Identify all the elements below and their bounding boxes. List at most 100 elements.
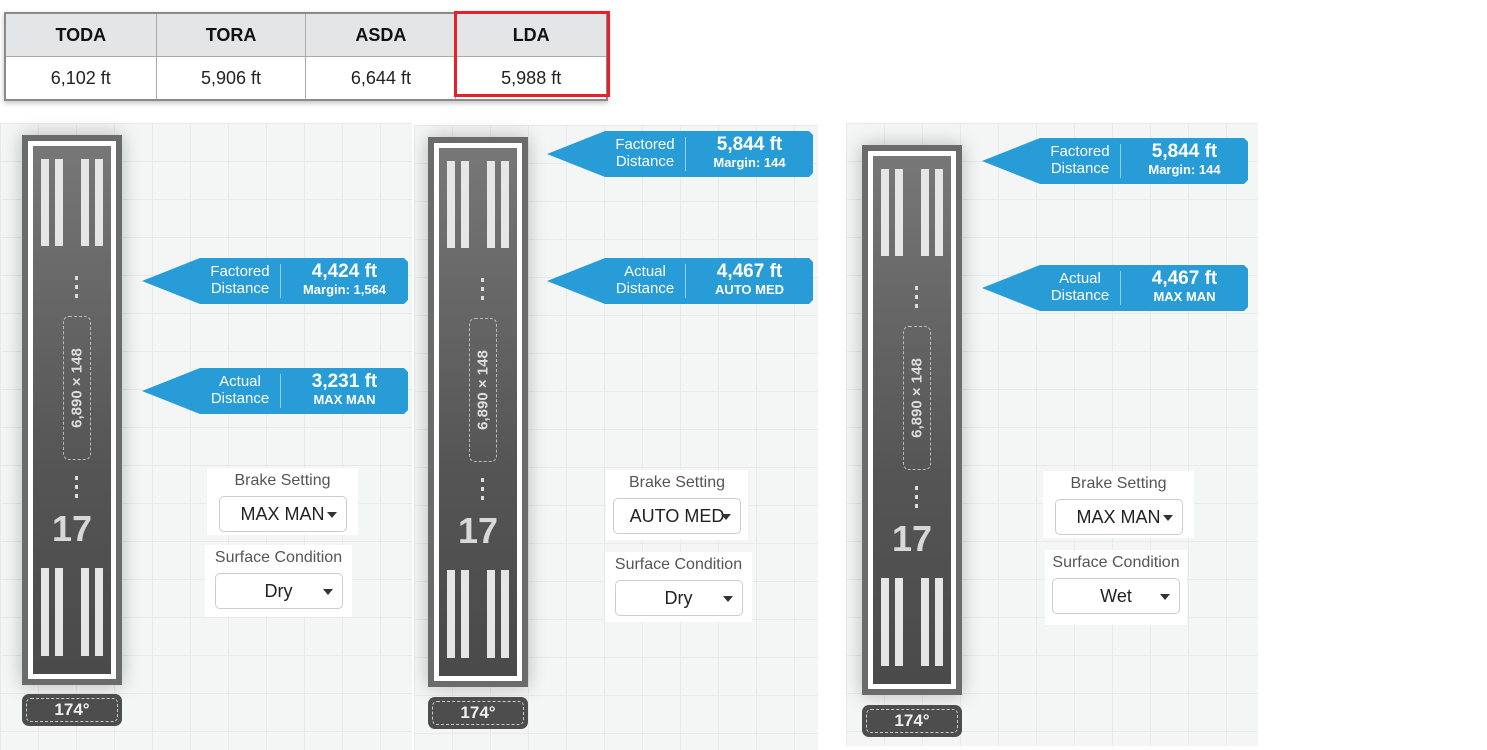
callout-divider — [280, 374, 281, 408]
header-asda: ASDA — [305, 12, 457, 57]
lda-highlight-box — [454, 11, 610, 97]
header-toda: TODA — [4, 12, 157, 57]
surface-condition-group: Surface Condition Dry — [605, 552, 752, 622]
header-tora: TORA — [155, 12, 307, 57]
chevron-down-icon — [721, 514, 731, 520]
value-lda: 5,988 ft — [455, 56, 608, 101]
threshold-stripe — [921, 169, 929, 256]
brake-setting-label: Brake Setting — [1070, 475, 1167, 492]
factored-distance-callout: Factored Distance 5,844 ft Margin: 144 — [547, 131, 813, 177]
callout-subtext: MAX MAN — [1153, 289, 1216, 304]
surface-condition-group: Surface Condition Dry — [205, 545, 352, 617]
threshold-stripe — [41, 159, 49, 246]
surface-condition-label: Surface Condition — [214, 549, 343, 566]
runway-dimensions: 6,890 × 148 — [908, 358, 926, 438]
callout-divider — [280, 264, 281, 298]
threshold-stripe — [487, 570, 495, 658]
value-tora: 5,906 ft — [155, 56, 307, 101]
callout-subtext: Margin: 1,564 — [302, 282, 387, 297]
threshold-stripe — [881, 578, 889, 666]
threshold-stripe — [95, 568, 103, 656]
threshold-stripe — [501, 570, 509, 658]
runway-heading: 174° — [428, 697, 528, 729]
actual-distance-callout: Actual Distance 4,467 ft MAX MAN — [982, 265, 1248, 311]
surface-condition-value: Dry — [264, 581, 293, 601]
runway-number: 17 — [51, 508, 93, 549]
centerline-marks — [481, 278, 484, 302]
threshold-stripe — [501, 161, 509, 248]
surface-condition-label: Surface Condition — [614, 556, 743, 573]
heading-value: 174° — [432, 701, 524, 725]
callout-label: Factored Distance — [1050, 143, 1110, 177]
value-asda: 6,644 ft — [305, 56, 457, 101]
chevron-down-icon — [322, 589, 333, 595]
runway-diagram: 6,890 × 148 17 — [428, 137, 528, 687]
surface-condition-select[interactable]: Wet — [1052, 578, 1180, 614]
brake-setting-select[interactable]: MAX MAN — [218, 496, 347, 532]
brake-setting-value: MAX MAN — [240, 504, 325, 524]
callout-label: Factored Distance — [615, 136, 675, 170]
brake-setting-group: Brake Setting MAX MAN — [1043, 471, 1194, 538]
threshold-stripe — [935, 169, 943, 256]
runway-heading: 174° — [862, 705, 962, 737]
surface-condition-select[interactable]: Dry — [614, 580, 743, 616]
chevron-down-icon — [1162, 515, 1173, 521]
runway-dimensions-box: 6,890 × 148 — [469, 318, 497, 462]
threshold-stripe — [447, 161, 455, 248]
threshold-stripe — [895, 169, 903, 256]
table-row: 6,102 ft 5,906 ft 6,644 ft 5,988 ft — [4, 56, 608, 101]
threshold-stripe — [461, 570, 469, 658]
runway-dimensions-box: 6,890 × 148 — [903, 326, 931, 470]
brake-setting-group: Brake Setting AUTO MED — [606, 470, 748, 540]
threshold-stripe — [81, 568, 89, 656]
threshold-stripe — [935, 578, 943, 666]
runway-dimensions: 6,890 × 148 — [474, 350, 492, 430]
surface-condition-value: Wet — [1100, 586, 1132, 606]
threshold-stripe — [487, 161, 495, 248]
callout-label: Factored Distance — [210, 263, 270, 297]
brake-setting-select[interactable]: AUTO MED — [613, 498, 741, 534]
surface-condition-select[interactable]: Dry — [214, 573, 343, 609]
callout-label: Actual Distance — [210, 373, 270, 407]
callout-value: 4,467 ft — [1151, 268, 1218, 289]
callout-divider — [685, 264, 686, 298]
threshold-stripe — [881, 169, 889, 256]
threshold-stripe — [41, 568, 49, 656]
callout-value: 4,424 ft — [311, 261, 378, 282]
threshold-stripe — [461, 161, 469, 248]
brake-setting-label: Brake Setting — [628, 474, 726, 491]
centerline-marks — [75, 476, 78, 500]
threshold-stripe — [921, 578, 929, 666]
actual-distance-callout: Actual Distance 4,467 ft AUTO MED — [547, 258, 813, 304]
threshold-stripe — [95, 159, 103, 246]
value-toda: 6,102 ft — [4, 56, 157, 101]
brake-setting-group: Brake Setting MAX MAN — [207, 468, 358, 535]
runway-number: 17 — [457, 510, 499, 551]
brake-setting-label: Brake Setting — [234, 472, 331, 489]
callout-value: 3,231 ft — [311, 371, 378, 392]
heading-value: 174° — [26, 698, 118, 722]
centerline-marks — [481, 478, 484, 502]
callout-subtext: Margin: 144 — [1148, 162, 1221, 177]
runway-dimensions: 6,890 × 148 — [68, 348, 86, 428]
brake-setting-select[interactable]: MAX MAN — [1054, 499, 1183, 535]
runway-number: 17 — [891, 518, 933, 559]
runway-diagram: 6,890 × 148 17 — [862, 145, 962, 695]
factored-distance-callout: Factored Distance 4,424 ft Margin: 1,564 — [142, 258, 408, 304]
callout-subtext: AUTO MED — [714, 282, 785, 297]
brake-setting-value: MAX MAN — [1076, 507, 1161, 527]
callout-subtext: Margin: 144 — [713, 155, 786, 170]
threshold-stripe — [447, 570, 455, 658]
actual-distance-callout: Actual Distance 3,231 ft MAX MAN — [142, 368, 408, 414]
callout-label: Actual Distance — [615, 263, 675, 297]
callout-divider — [1120, 144, 1121, 178]
brake-setting-value: AUTO MED — [629, 506, 725, 526]
chevron-down-icon — [326, 512, 337, 518]
factored-distance-callout: Factored Distance 5,844 ft Margin: 144 — [982, 138, 1248, 184]
surface-condition-label: Surface Condition — [1052, 554, 1180, 571]
chevron-down-icon — [722, 596, 733, 602]
callout-label: Actual Distance — [1050, 270, 1110, 304]
threshold-stripe — [55, 159, 63, 246]
callout-value: 5,844 ft — [1151, 141, 1218, 162]
threshold-stripe — [895, 578, 903, 666]
